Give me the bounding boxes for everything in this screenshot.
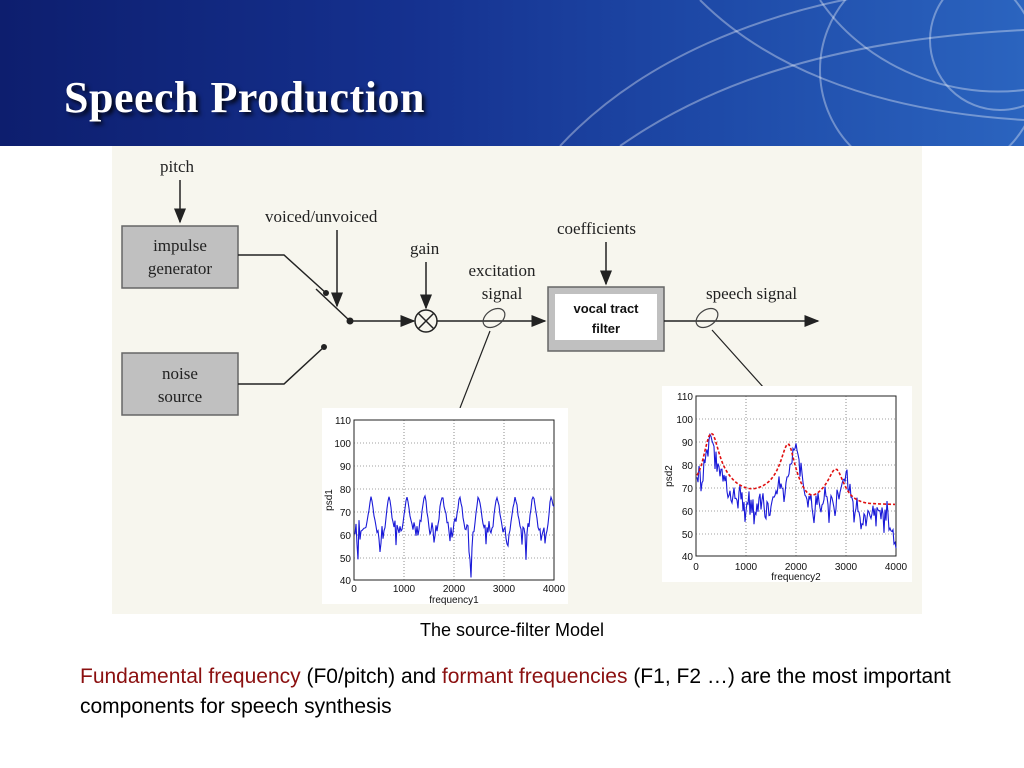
excitation-label-2: signal [482, 284, 523, 303]
multiplier-x-2 [417, 312, 435, 330]
psd1-ylabel: psd1 [324, 489, 335, 511]
noise-wire [238, 346, 325, 385]
psd2-grid [696, 396, 896, 556]
psd1-xtick: 1000 [393, 584, 416, 595]
slide-header: Speech Production [0, 0, 1024, 146]
psd1-xtick: 2000 [443, 584, 466, 595]
psd2-ytick: 70 [682, 484, 694, 495]
impulse-wire [238, 254, 327, 294]
slide-title: Speech Production [64, 73, 425, 122]
psd1-ytick: 70 [340, 508, 352, 519]
vocal-tract-label-2: filter [592, 321, 620, 336]
impulse-label-1: impulse [153, 236, 207, 255]
pitch-label: pitch [160, 157, 194, 176]
psd2-background [662, 386, 912, 582]
psd2-ytick: 110 [677, 392, 693, 403]
psd2-xtick: 1000 [735, 562, 758, 573]
switch-terminal-bottom [321, 344, 327, 350]
excitation-probe [482, 307, 506, 329]
psd2-ytick: 60 [682, 507, 694, 518]
coefficients-label: coefficients [557, 219, 636, 238]
psd1-ytick: 110 [335, 416, 351, 427]
psd2-xtick: 0 [693, 562, 699, 573]
impulse-generator-block [121, 225, 239, 289]
switch-terminal-top [323, 290, 329, 296]
psd1-xticks: 0 1000 2000 3000 4000 [351, 584, 565, 595]
psd1-xlabel: frequency1 [429, 595, 479, 606]
term-formant-frequencies: formant frequencies [441, 665, 628, 688]
noise-label-1: noise [162, 364, 198, 383]
psd1-ytick: 90 [340, 462, 352, 473]
psd2-xtick: 3000 [835, 562, 858, 573]
term-fundamental-frequency: Fundamental frequency [80, 665, 301, 688]
psd1-ytick: 60 [340, 531, 352, 542]
psd2-plot: 110 100 90 80 70 60 50 40 0 1000 2000 30… [662, 386, 912, 583]
figure-caption: The source-filter Model [419, 620, 605, 640]
psd1-yticks: 110 100 90 80 70 60 50 40 [334, 416, 351, 587]
body-paragraph: Fundamental frequency (F0/pitch) and for… [80, 662, 980, 722]
psd1-ytick: 50 [340, 554, 352, 565]
psd1-plot: 110 100 90 80 70 60 50 40 0 1000 2000 30… [322, 408, 568, 606]
excitation-pointer [459, 330, 491, 409]
psd2-curve [696, 432, 897, 549]
psd1-xtick: 4000 [543, 584, 566, 595]
voiced-unvoiced-label: voiced/unvoiced [265, 207, 378, 226]
psd1-background [322, 408, 568, 604]
source-filter-diagram: pitch impulse generator noise source voi… [121, 157, 912, 606]
speech-pointer [711, 329, 765, 389]
gain-label: gain [410, 239, 440, 258]
psd2-ylabel: psd2 [664, 465, 675, 487]
vocal-tract-inner [555, 294, 657, 340]
psd1-xtick: 3000 [493, 584, 516, 595]
body-text-1: (F0/pitch) and [300, 665, 442, 688]
impulse-label-2: generator [148, 259, 213, 278]
switch-blade [315, 288, 351, 322]
source-filter-figure: pitch impulse generator noise source voi… [112, 146, 922, 614]
psd2-yticks: 110 100 90 80 70 60 50 40 [676, 392, 693, 563]
body-text-2: (F1, F2 …) are the most important compon… [80, 665, 951, 718]
psd2-ytick: 40 [682, 552, 694, 563]
speech-probe [695, 307, 719, 329]
psd2-xtick: 2000 [785, 562, 808, 573]
psd2-envelope [696, 432, 896, 506]
vocal-tract-label-1: vocal tract [573, 301, 639, 316]
psd1-ytick: 100 [334, 439, 351, 450]
psd2-ytick: 50 [682, 530, 694, 541]
psd2-xtick: 4000 [885, 562, 908, 573]
psd2-ytick: 100 [676, 415, 693, 426]
psd2-xlabel: frequency2 [771, 572, 821, 583]
psd1-xtick: 0 [351, 584, 357, 595]
psd1-ytick: 80 [340, 485, 352, 496]
noise-label-2: source [158, 387, 202, 406]
speech-signal-label: speech signal [706, 284, 797, 303]
header-decoration [559, 0, 1024, 146]
excitation-label-1: excitation [468, 261, 536, 280]
psd2-xticks: 0 1000 2000 3000 4000 [693, 562, 907, 573]
psd1-ytick: 40 [340, 576, 352, 587]
psd2-ytick: 80 [682, 461, 694, 472]
psd2-ytick: 90 [682, 438, 694, 449]
psd1-curve [354, 494, 555, 578]
psd1-grid [354, 420, 554, 580]
